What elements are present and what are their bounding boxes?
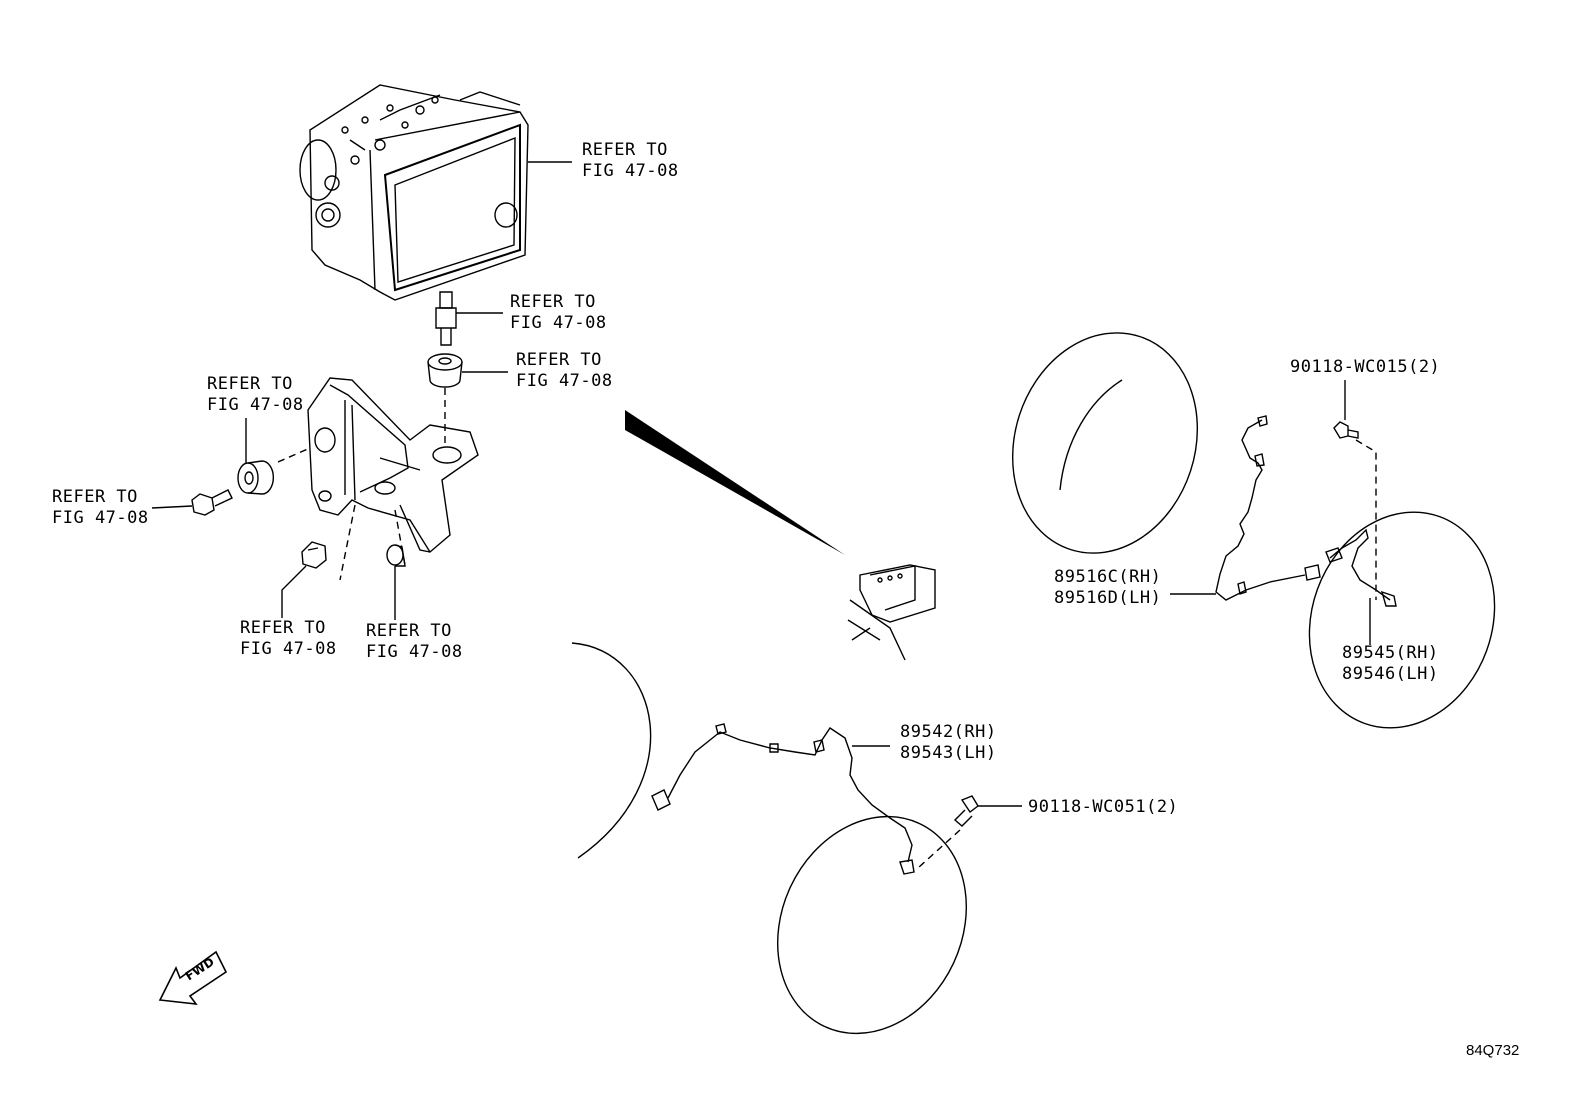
front-speed-sensor-wire bbox=[651, 723, 915, 875]
cushion-side bbox=[237, 460, 275, 495]
front-wheel-hub bbox=[776, 815, 968, 1035]
front-tire-arc bbox=[571, 642, 652, 859]
rear-wheel-hub bbox=[1308, 511, 1496, 729]
actuator-bracket bbox=[307, 377, 479, 554]
part-rear-harness: 89545(RH)89546(LH) bbox=[1342, 643, 1439, 684]
cushion-top bbox=[427, 353, 463, 388]
rear-speed-sensor-wire bbox=[1215, 415, 1321, 601]
detail-pointer bbox=[625, 410, 845, 555]
rear-sensor-harness bbox=[1325, 528, 1397, 607]
figure-code: 84Q732 bbox=[1466, 1042, 1520, 1059]
part-front-bolt: 90118-WC051(2) bbox=[1028, 797, 1179, 817]
part-front-speed-sensor: 89542(RH)89543(LH) bbox=[900, 722, 997, 763]
part-rear-speed-sensor: 89516C(RH)89516D(LH) bbox=[1054, 567, 1162, 608]
leader-nut-bottom bbox=[281, 565, 307, 618]
vehicle-location-inset bbox=[847, 564, 936, 661]
rear-bolt bbox=[1333, 421, 1359, 439]
fwd-arrow-icon bbox=[158, 950, 228, 1005]
nut-bottom bbox=[301, 541, 327, 569]
stud-bolt bbox=[435, 291, 457, 346]
front-bolt bbox=[953, 795, 979, 827]
part-rear-bolt: 90118-WC015(2) bbox=[1290, 357, 1441, 377]
collar-bottom bbox=[386, 544, 406, 567]
bolt-side bbox=[191, 489, 233, 516]
leader-bolt-side bbox=[151, 505, 193, 509]
abs-actuator bbox=[299, 84, 529, 301]
rear-tire bbox=[1011, 332, 1199, 554]
